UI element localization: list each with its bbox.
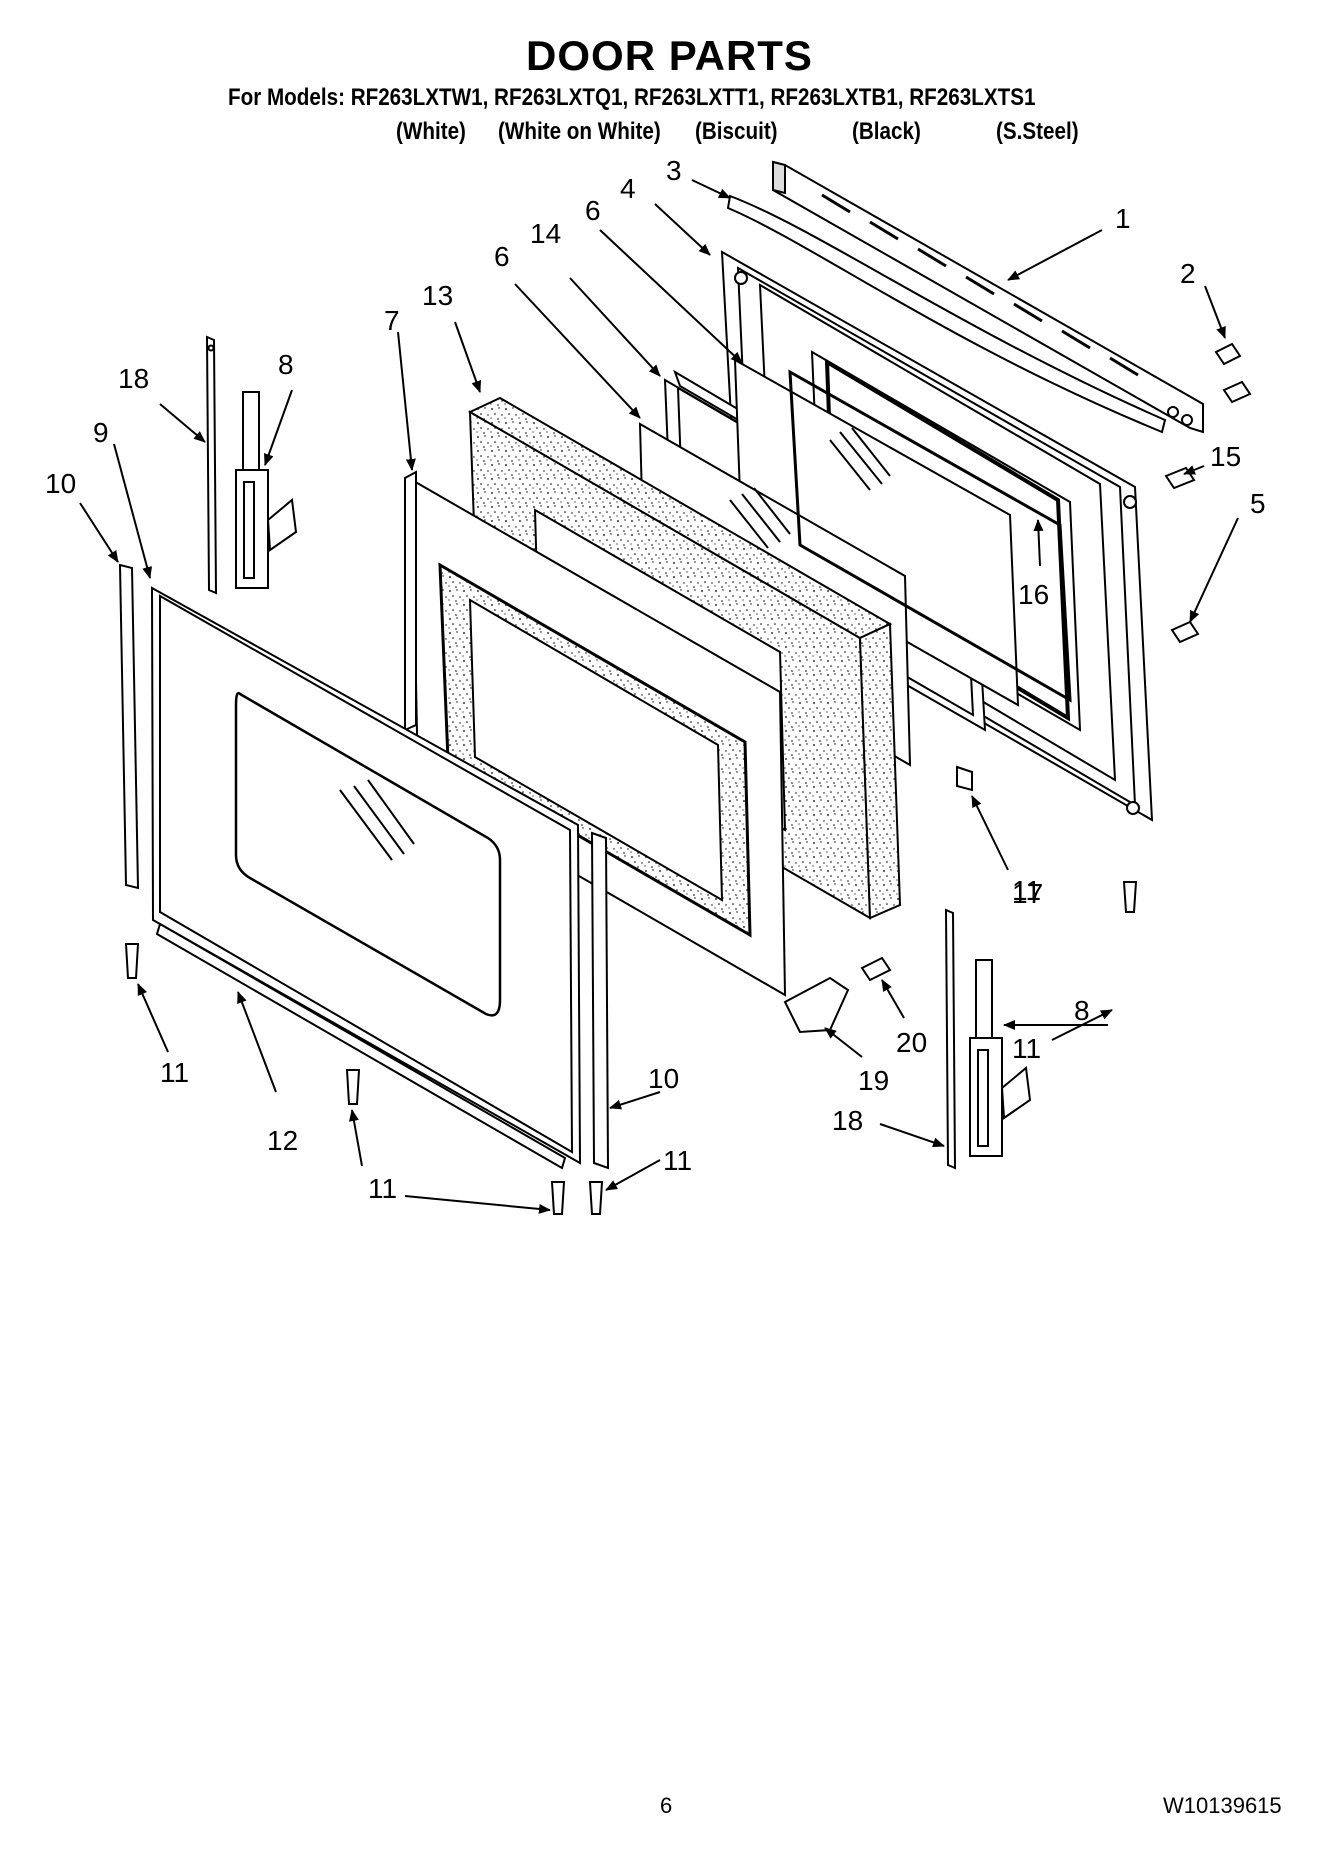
part-hinge-receptacle-right — [944, 908, 957, 1170]
part-door-gasket — [788, 369, 1072, 703]
page-title: DOOR PARTS — [526, 32, 813, 79]
callout-8b: 8 — [1074, 995, 1090, 1026]
callout-numbers: 1 2 3 4 5 6 6 7 8 8 9 10 10 11 11 11 11 … — [45, 155, 1266, 1204]
variant-label-biscuit: (Biscuit) — [695, 118, 778, 145]
callout-14: 14 — [530, 218, 561, 249]
part-vent-trim — [772, 160, 1204, 434]
variant-label-white-on-white: (White on White) — [498, 118, 661, 145]
callout-11e: 11 — [1012, 875, 1041, 906]
callout-9: 9 — [93, 417, 109, 448]
callout-18a: 18 — [118, 363, 149, 394]
variant-label-black: (Black) — [852, 118, 921, 145]
callout-10a: 10 — [45, 468, 76, 499]
screw-icons — [124, 342, 1252, 1215]
part-hinge-left — [235, 391, 298, 589]
callout-16: 16 — [1018, 579, 1049, 610]
callout-17: 17 — [1012, 878, 1043, 909]
part-hinge-receptacle-left — [205, 335, 218, 595]
callout-15: 15 — [1210, 441, 1241, 472]
document-number: W10139615 — [1163, 1793, 1282, 1818]
callout-1: 1 — [1115, 203, 1131, 234]
callout-2: 2 — [1180, 258, 1196, 289]
part-bottom-trim — [155, 922, 567, 1170]
variant-label-white: (White) — [396, 118, 466, 145]
callout-12: 12 — [267, 1125, 298, 1156]
callout-7: 7 — [384, 305, 400, 336]
callout-11a: 11 — [1012, 1033, 1041, 1064]
leader-lines — [79, 179, 1239, 1214]
callout-18b: 18 — [832, 1105, 863, 1136]
part-outer-door-panel — [150, 586, 582, 1165]
callout-4: 4 — [620, 173, 636, 204]
part-door-liner — [404, 470, 787, 997]
part-side-trim-left — [118, 563, 140, 890]
part-hinge-right — [969, 959, 1032, 1157]
callout-5: 5 — [1250, 488, 1266, 519]
part-side-trim-right — [590, 831, 610, 1170]
callout-20: 20 — [896, 1027, 927, 1058]
callout-6a: 6 — [585, 195, 601, 226]
callout-13: 13 — [422, 280, 453, 311]
callout-6b: 6 — [494, 241, 510, 272]
part-trim-strip — [726, 194, 1167, 434]
page-number: 6 — [660, 1793, 673, 1818]
variant-label-stainless: (S.Steel) — [996, 118, 1079, 145]
part-bracket — [783, 976, 850, 1034]
callout-11c: 11 — [368, 1173, 397, 1204]
callout-19: 19 — [858, 1065, 889, 1096]
callout-10b: 10 — [648, 1063, 679, 1094]
models-line: For Models: RF263LXTW1, RF263LXTQ1, RF26… — [228, 84, 1036, 111]
part-clip — [956, 765, 973, 792]
callout-11d: 11 — [663, 1145, 692, 1176]
callout-11b: 11 — [160, 1057, 189, 1088]
callout-3: 3 — [666, 155, 682, 186]
callout-8a: 8 — [278, 349, 294, 380]
